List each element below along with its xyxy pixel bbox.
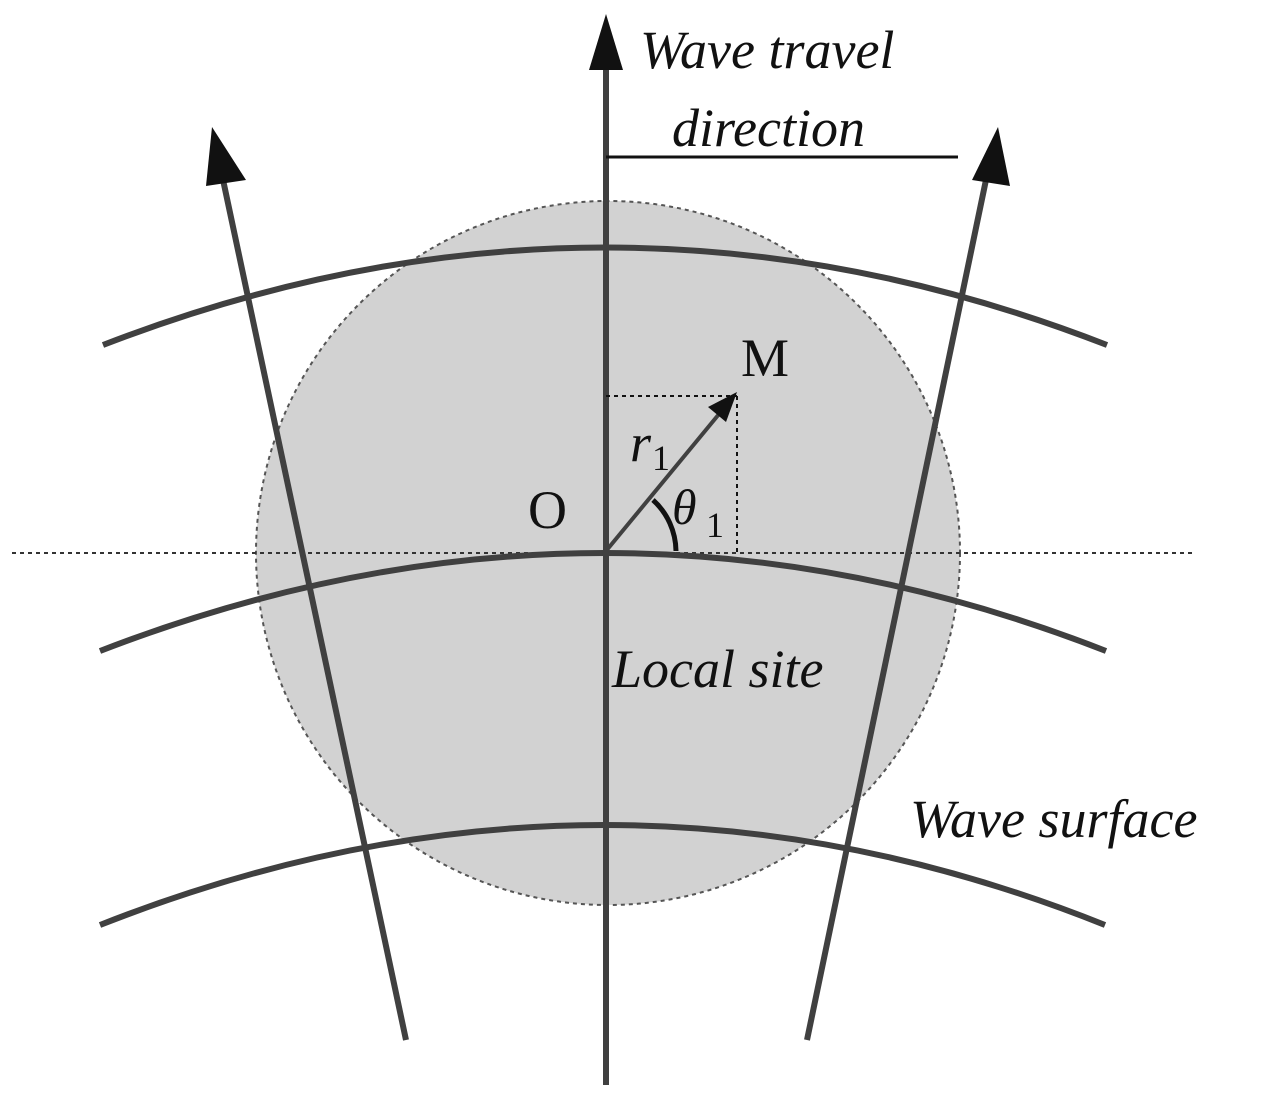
angle-label: θ: [672, 479, 697, 535]
wave-travel-arrowhead: [589, 14, 623, 70]
angle-subscript: 1: [706, 505, 724, 545]
left-ray-line: [219, 174, 409, 1041]
point-m-label: M: [741, 328, 789, 388]
left-ray-arrowhead: [206, 127, 246, 186]
wave-travel-label-line1: Wave travel: [640, 20, 894, 80]
wave-travel-label-line2: direction: [672, 98, 865, 158]
radius-subscript: 1: [652, 438, 670, 478]
right-ray-line: [804, 174, 990, 1041]
radius-vector-arrowhead: [708, 392, 737, 422]
angle-arc: [651, 498, 679, 552]
radius-label: r: [630, 413, 652, 473]
point-o-label: O: [528, 480, 567, 540]
radius-vector-line: [604, 406, 726, 553]
wave-surface-label: Wave surface: [910, 789, 1197, 849]
local-site-label: Local site: [611, 639, 824, 699]
right-ray-arrowhead: [972, 127, 1010, 186]
